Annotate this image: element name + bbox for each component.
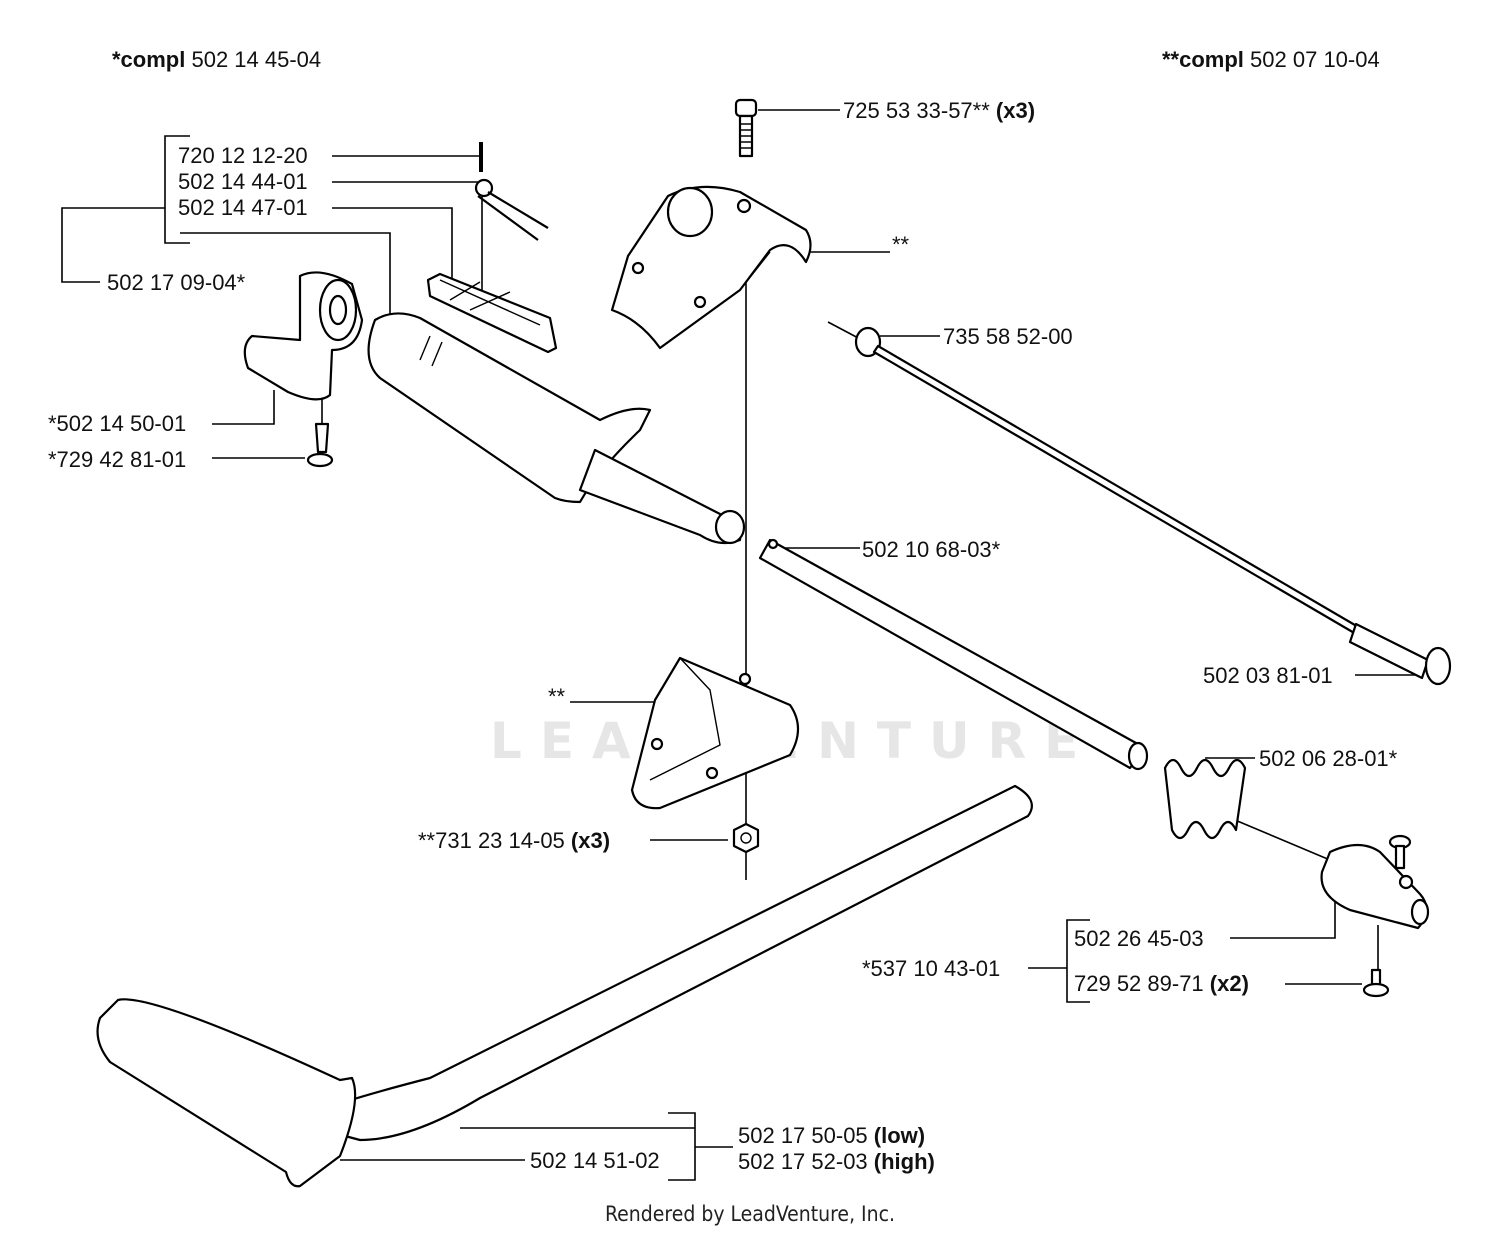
end-coupling [1320,843,1430,930]
part-label-720-12-12-20: 720 12 12-20 [178,143,308,168]
coil-spring [1163,758,1247,840]
coupling-screw-top [1388,834,1412,870]
main-handle-grip [367,312,746,545]
drive-shaft [854,326,1452,686]
leader-lines [61,109,1420,1181]
header-compl-right: **compl 502 07 10-04 [1162,47,1380,72]
part-label-502-17-09-04: 502 17 09-04* [107,270,246,295]
part-label-502-06-28-01: 502 06 28-01* [1259,746,1398,771]
part-label-731-23-14-05: **731 23 14-05 (x3) [418,828,611,853]
handle-end-cap [243,271,364,401]
part-label-729-52-89-71: 729 52 89-71 (x2) [1074,971,1249,996]
shaft-tube [758,538,1149,771]
lower-clamp-bracket [630,656,800,810]
top-clamp-bracket [610,185,812,350]
footer-credit: Rendered by LeadVenture, Inc. [605,1202,895,1226]
small-screw [306,422,334,468]
header-compl-left: *compl 502 14 45-04 [112,47,322,72]
part-label-double-asterisk-top: ** [892,232,910,257]
part-label-502-14-51-02: 502 14 51-02 [530,1148,660,1173]
trigger-lever [426,272,558,354]
part-label-502-17-50-05: 502 17 50-05 (low) [738,1123,926,1148]
coupling-screw-bottom [1362,968,1390,998]
hex-nut [732,822,760,854]
part-label-735-58-52-00: 735 58 52-00 [943,324,1073,349]
part-label-502-14-50-01: *502 14 50-01 [48,411,187,436]
pin-and-spring [474,142,549,241]
part-label-537-10-43-01: *537 10 43-01 [862,956,1001,981]
part-label-725-53-33-57: 725 53 33-57** (x3) [843,98,1036,123]
part-label-502-03-81-01: 502 03 81-01 [1203,663,1333,688]
part-label-502-14-47-01: 502 14 47-01 [178,195,308,220]
part-label-502-26-45-03: 502 26 45-03 [1074,926,1204,951]
part-label-502-14-44-01: 502 14 44-01 [178,169,308,194]
loop-handle [96,784,1033,1188]
part-label-729-42-81-01: *729 42 81-01 [48,447,187,472]
part-label-double-asterisk-mid: ** [548,684,566,709]
socket-screw [734,98,758,158]
part-label-502-17-52-03: 502 17 52-03 (high) [738,1149,935,1174]
part-label-502-10-68-03: 502 10 68-03* [862,537,1001,562]
